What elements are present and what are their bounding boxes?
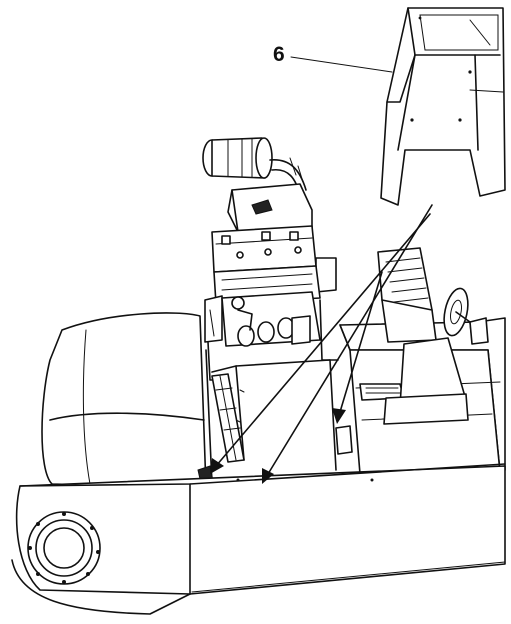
engine-assembly — [202, 137, 339, 381]
arrow-icon — [262, 204, 433, 484]
wheel-fender — [41, 312, 207, 489]
machine-frame — [11, 463, 506, 615]
inspection-port — [27, 511, 101, 585]
engine-bay — [197, 349, 337, 489]
callout-label-6: 6 — [273, 43, 285, 66]
operator-platform — [335, 247, 506, 475]
arrow-icon — [210, 213, 431, 474]
callout-leader-line — [290, 56, 393, 73]
arrow-icon — [332, 271, 383, 424]
engine-cover-panel — [380, 7, 506, 206]
